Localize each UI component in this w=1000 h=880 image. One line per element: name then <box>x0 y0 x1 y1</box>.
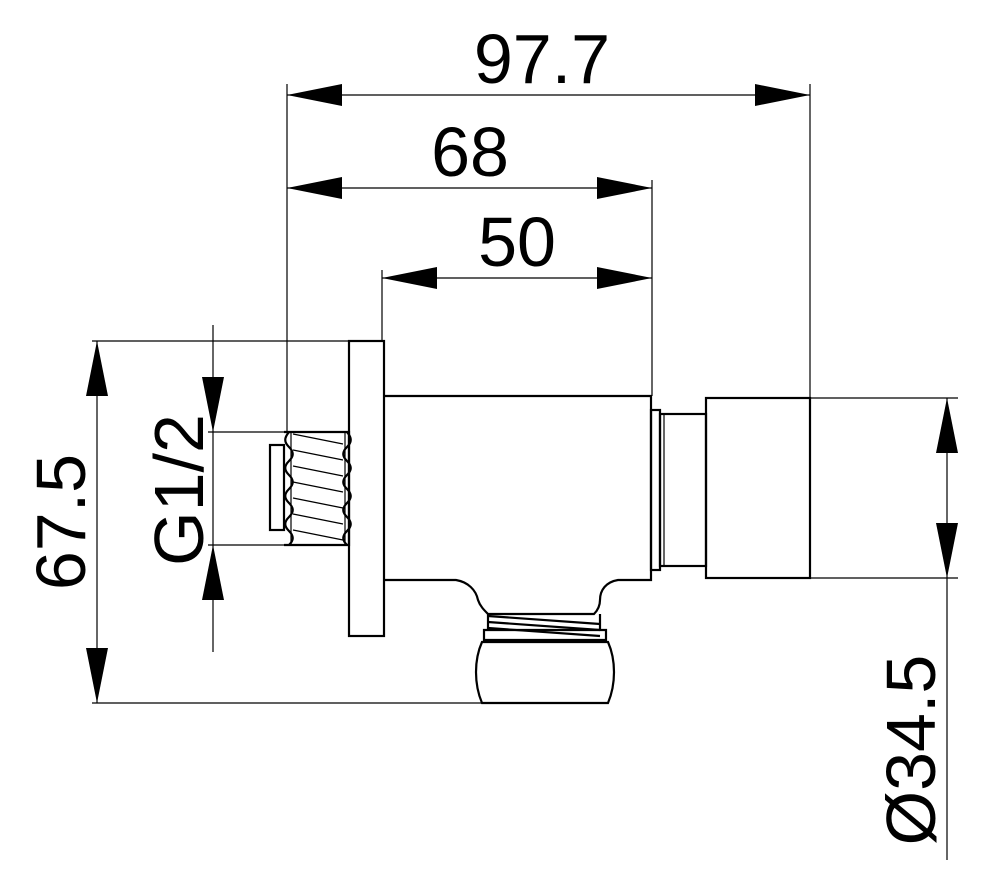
dimension-body-length: 50 <box>382 203 652 289</box>
outlet-cap <box>704 396 812 580</box>
part-outline <box>268 339 812 705</box>
valve-body <box>384 394 653 616</box>
dimension-outlet-diameter: Ø34.5 <box>872 398 958 860</box>
bottom-thread <box>482 614 608 642</box>
outlet-collar <box>649 408 708 572</box>
extension-lines <box>92 84 958 704</box>
wall-flange <box>347 339 386 638</box>
dimension-label-length-to-outlet: 68 <box>431 113 509 191</box>
dimension-label-overall-length: 97.7 <box>474 20 610 98</box>
dimension-label-thread: G1/2 <box>140 414 218 566</box>
dimension-thread: G1/2 <box>140 325 224 652</box>
dimension-label-outlet-diameter: Ø34.5 <box>872 655 950 846</box>
dimension-overall-length: 97.7 <box>287 20 810 106</box>
dimension-length-to-outlet: 68 <box>287 113 652 199</box>
dimension-label-body-length: 50 <box>478 203 556 281</box>
threaded-connector <box>268 430 352 547</box>
bottom-knob <box>474 640 616 705</box>
dimension-label-height: 67.5 <box>22 454 100 590</box>
dimension-height: 67.5 <box>22 341 108 703</box>
